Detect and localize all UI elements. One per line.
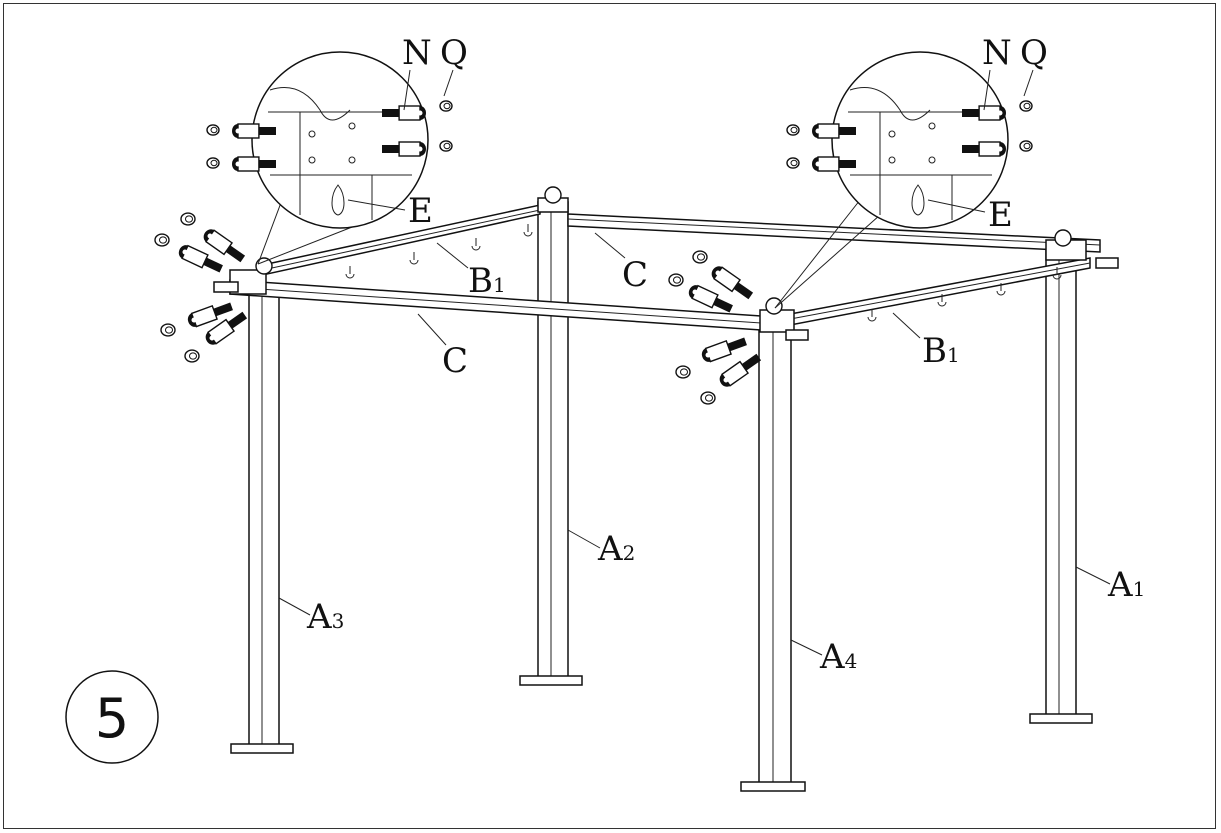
cap-q-inner: [443, 142, 451, 150]
bolt-n-icon: [962, 141, 1006, 157]
label-a4: A4: [819, 637, 857, 677]
cap-q-inner: [165, 326, 173, 334]
detail-view-right: [774, 51, 1009, 309]
corner-bracket-right-back: [1045, 229, 1119, 269]
cap-q-inner: [790, 159, 798, 167]
label-b1-right-sub: 1: [947, 343, 960, 367]
cap-q-inner: [697, 253, 705, 261]
label-b1-right-letter: B: [922, 331, 947, 371]
corner-bracket-back: [537, 186, 569, 213]
label-b1-left: B1: [468, 261, 506, 301]
corner-bracket-front: [759, 297, 809, 341]
label-b1-right: B1: [922, 331, 960, 371]
bolt-n-icon: [232, 123, 276, 139]
bolt-n-icon: [382, 141, 426, 157]
bolt-n-icon: [962, 105, 1006, 121]
bolt-n-icon: [232, 156, 276, 172]
cap-q-inner: [210, 159, 218, 167]
bolt-n-icon: [711, 266, 754, 300]
bolt-n-icon: [187, 302, 233, 328]
label-a3-letter: A: [306, 597, 332, 637]
bolt-n-icon: [205, 311, 248, 345]
bolt-n-icon: [812, 123, 856, 139]
label-e-left: E: [408, 191, 433, 231]
label-a2-sub: 2: [623, 541, 636, 565]
label-b1-left-sub: 1: [493, 273, 506, 297]
label-a2: A2: [597, 529, 635, 569]
label-q-right: Q: [1020, 33, 1048, 73]
cap-q-inner: [1023, 102, 1031, 110]
label-a3: A3: [306, 597, 344, 637]
label-c-back: C: [622, 255, 648, 295]
beam-b1-right: [784, 257, 1091, 327]
label-a3-sub: 3: [332, 609, 345, 633]
post-a1: [1029, 249, 1093, 724]
diagram-frame: [3, 3, 1216, 829]
label-n-left: N: [402, 33, 432, 73]
label-a4-sub: 4: [845, 649, 858, 673]
bolt-n-icon: [203, 229, 246, 263]
detail-view-left: [251, 51, 429, 265]
cap-q-inner: [680, 368, 688, 376]
cap-q-inner: [673, 276, 681, 284]
leader-lines: [278, 69, 1111, 656]
label-c-front: C: [442, 341, 468, 381]
bolt-n-icon: [719, 353, 762, 387]
post-a2: [519, 201, 583, 686]
step-number: 5: [95, 687, 129, 750]
hook-icons: [345, 224, 1062, 322]
label-a1: A1: [1107, 565, 1145, 605]
bolt-set: [154, 100, 1033, 405]
post-a3: [230, 289, 294, 754]
cap-q-inner: [159, 236, 167, 244]
cap-q-inner: [185, 215, 193, 223]
bolt-n-icon: [178, 244, 223, 273]
label-n-right: N: [982, 33, 1012, 73]
label-a2-letter: A: [597, 529, 623, 569]
cap-q-inner: [189, 352, 197, 360]
label-a1-sub: 1: [1133, 577, 1146, 601]
cap-q-inner: [705, 394, 713, 402]
label-q-left: Q: [440, 33, 468, 73]
cap-q-inner: [210, 126, 218, 134]
bolt-n-icon: [701, 337, 747, 363]
label-e-right: E: [988, 195, 1013, 235]
step-badge: 5: [65, 670, 159, 764]
bolt-n-icon: [688, 284, 733, 313]
cap-q-inner: [443, 102, 451, 110]
post-a4: [740, 327, 806, 792]
corner-bracket-left: [213, 257, 273, 295]
cap-q-inner: [790, 126, 798, 134]
bolt-n-icon: [812, 156, 856, 172]
label-b1-left-letter: B: [468, 261, 493, 301]
cap-q-inner: [1023, 142, 1031, 150]
label-a4-letter: A: [819, 637, 845, 677]
beam-c-front: [229, 279, 791, 333]
label-a1-letter: A: [1107, 565, 1133, 605]
